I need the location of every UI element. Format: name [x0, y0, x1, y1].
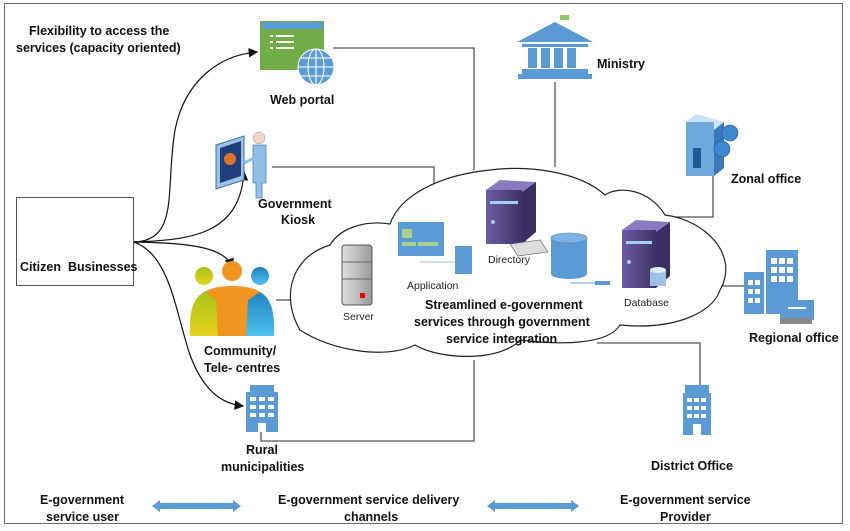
web-portal-icon	[260, 21, 335, 86]
arrow-to-rural	[133, 241, 245, 410]
directory-label: Directory	[488, 254, 531, 266]
citizen-label: Citizen	[20, 260, 61, 274]
footer-arrow-user-channels	[152, 500, 241, 512]
integration-cloud	[289, 167, 727, 357]
directory-server-icon	[486, 180, 549, 257]
zonal-office-icon	[686, 114, 739, 176]
cloud-caption-line2: services through government	[414, 315, 590, 329]
server-icon	[341, 244, 373, 306]
footer-user-line2: service user	[46, 510, 119, 524]
community-icon	[189, 261, 275, 336]
regional-office-icon	[744, 250, 814, 324]
application-label: Application	[407, 280, 459, 292]
district-office-icon	[683, 385, 711, 435]
footer-channels-line1: E-government service delivery	[278, 493, 460, 507]
rural-label-line2: municipalities	[221, 460, 305, 474]
community-label-line2: Tele- centres	[204, 361, 281, 375]
community-label-line1: Community/	[204, 344, 277, 358]
footer-provider-line2: Provider	[660, 510, 711, 524]
line-webportal-cloud	[333, 47, 475, 170]
footer-arrow-channels-provider	[487, 500, 579, 512]
database-label: Database	[624, 297, 669, 309]
rural-label-line1: Rural	[246, 443, 278, 457]
diagram-frame	[4, 3, 843, 524]
kiosk-icon	[215, 131, 267, 199]
regional-office-label: Regional office	[749, 331, 839, 345]
kiosk-label-line1: Government	[258, 197, 332, 211]
businesses-label: Businesses	[68, 260, 138, 274]
district-office-label: District Office	[651, 459, 733, 473]
footer-channels-line2: channels	[344, 510, 399, 524]
ministry-label: Ministry	[597, 57, 645, 71]
flexibility-note-line1: Flexibility to access the	[29, 24, 170, 38]
footer-provider-line1: E-government service	[620, 493, 751, 507]
line-rural-cloud	[260, 360, 475, 442]
server-label: Server	[343, 311, 374, 323]
user-access-arrows	[133, 47, 259, 410]
flexibility-note-line2: services (capacity oriented)	[16, 41, 181, 55]
arrow-to-kiosk	[133, 170, 249, 243]
database-server-icon	[622, 220, 670, 288]
cloud-caption-line1: Streamlined e-government	[425, 298, 583, 312]
arrow-to-webportal	[133, 47, 259, 243]
rural-building-icon	[246, 385, 278, 432]
arrow-to-community	[133, 241, 235, 269]
kiosk-label-line2: Kiosk	[281, 213, 316, 227]
user-box	[16, 197, 134, 286]
footer-user-line1: E-government	[40, 493, 125, 507]
line-district-cloud	[597, 342, 701, 386]
ministry-icon	[517, 15, 593, 79]
line-zonal-cloud	[665, 174, 714, 218]
zonal-office-label: Zonal office	[731, 172, 802, 186]
web-portal-label: Web portal	[270, 93, 335, 107]
cloud-caption-line3: service integration	[446, 332, 558, 346]
application-icon	[398, 222, 472, 274]
database-cylinder-icon	[550, 232, 610, 285]
